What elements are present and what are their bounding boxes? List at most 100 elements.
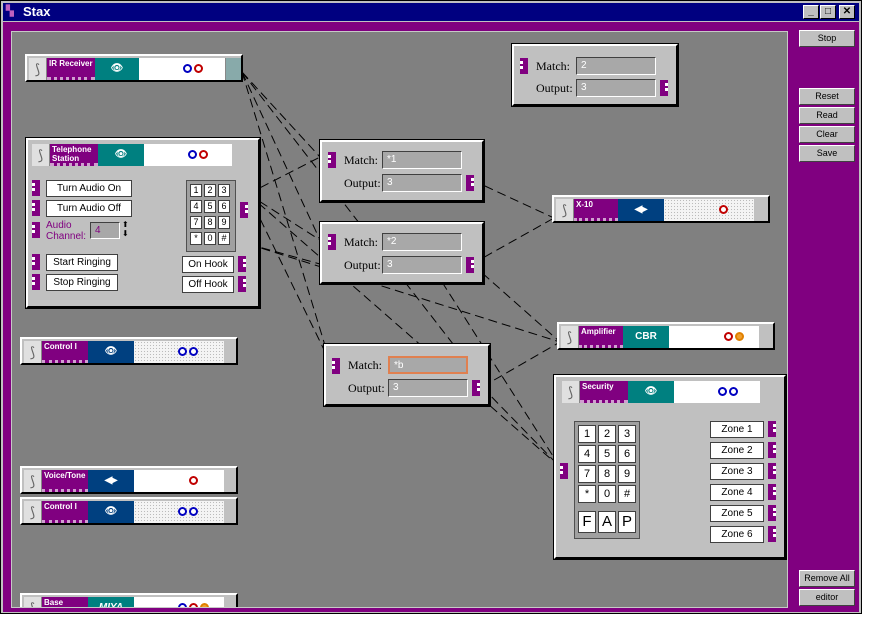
channel-spinner[interactable]: ⬆⬇ xyxy=(122,220,129,238)
amplifier-module[interactable]: ⟆ Amplifier CBR xyxy=(557,322,775,350)
keypad-key[interactable]: * xyxy=(578,485,596,503)
red-led-icon[interactable] xyxy=(189,476,198,485)
keypad-key[interactable]: 8 xyxy=(598,465,616,483)
blue-led-icon[interactable] xyxy=(718,387,727,396)
keypad-key[interactable]: 5 xyxy=(598,445,616,463)
keypad-key[interactable]: 7 xyxy=(190,216,202,229)
red-led-icon[interactable] xyxy=(724,332,733,341)
keypad-key[interactable]: 7 xyxy=(578,465,596,483)
grip-icon[interactable]: ⟆ xyxy=(24,597,42,607)
matcher-panel-top[interactable]: Match: 2 Output: 3 xyxy=(512,44,678,106)
blue-led-icon[interactable] xyxy=(189,507,198,516)
match-field[interactable]: *1 xyxy=(382,151,462,169)
audio-channel-field[interactable]: 4 xyxy=(90,222,120,239)
read-button[interactable]: Read xyxy=(799,107,855,124)
zone-1-button[interactable]: Zone 1 xyxy=(710,421,764,438)
input-port[interactable] xyxy=(32,180,40,196)
ambulance-key[interactable]: A xyxy=(598,511,616,533)
grip-icon[interactable]: ⟆ xyxy=(32,144,50,166)
close-button[interactable]: ✕ xyxy=(839,5,855,19)
keypad-key[interactable]: 2 xyxy=(598,425,616,443)
input-port[interactable] xyxy=(560,463,568,479)
editor-button[interactable]: editor xyxy=(799,589,855,606)
security-module[interactable]: ⟆ Security 👁 xyxy=(560,379,780,407)
grip-icon[interactable]: ⟆ xyxy=(24,501,42,523)
blue-led-icon[interactable] xyxy=(178,507,187,516)
keypad-output-port[interactable] xyxy=(240,202,248,218)
turn-audio-on-button[interactable]: Turn Audio On xyxy=(46,180,132,197)
match-field[interactable]: 2 xyxy=(576,57,656,75)
output-field[interactable]: 3 xyxy=(576,79,656,97)
base-module[interactable]: ⟆ Base Module MIYA xyxy=(20,593,238,607)
zone-5-button[interactable]: Zone 5 xyxy=(710,505,764,522)
zone-6-button[interactable]: Zone 6 xyxy=(710,526,764,543)
grip-icon[interactable]: ⟆ xyxy=(556,199,574,221)
keypad-key[interactable]: # xyxy=(218,232,230,245)
blue-led-icon[interactable] xyxy=(189,347,198,356)
stop-ringing-button[interactable]: Stop Ringing xyxy=(46,274,118,291)
voice-tone-module[interactable]: ⟆ Voice/Tone ◀▸ xyxy=(20,466,238,494)
keypad-key[interactable]: 4 xyxy=(190,200,202,213)
zone-3-button[interactable]: Zone 3 xyxy=(710,463,764,480)
orange-led-icon[interactable] xyxy=(200,603,209,607)
input-port[interactable] xyxy=(32,274,40,290)
keypad-key[interactable]: 3 xyxy=(218,184,230,197)
keypad-key[interactable]: 0 xyxy=(598,485,616,503)
keypad-key[interactable]: 1 xyxy=(578,425,596,443)
output-port[interactable] xyxy=(768,442,776,458)
output-port[interactable] xyxy=(768,526,776,542)
keypad-key[interactable]: * xyxy=(190,232,202,245)
zone-2-button[interactable]: Zone 2 xyxy=(710,442,764,459)
output-field[interactable]: 3 xyxy=(388,379,468,397)
turn-audio-off-button[interactable]: Turn Audio Off xyxy=(46,200,132,217)
save-button[interactable]: Save xyxy=(799,145,855,162)
fire-key[interactable]: F xyxy=(578,511,596,533)
control-module-2[interactable]: ⟆ Control I 👁 xyxy=(20,497,238,525)
matcher-panel-3[interactable]: Match: *b Output: 3 xyxy=(324,344,490,406)
red-led-icon[interactable] xyxy=(719,205,728,214)
keypad-key[interactable]: 9 xyxy=(218,216,230,229)
police-key[interactable]: P xyxy=(618,511,636,533)
input-port[interactable] xyxy=(32,254,40,270)
keypad-key[interactable]: 1 xyxy=(190,184,202,197)
red-led-icon[interactable] xyxy=(199,150,208,159)
output-port[interactable] xyxy=(768,484,776,500)
output-port[interactable] xyxy=(768,505,776,521)
input-port[interactable] xyxy=(32,222,40,238)
grip-icon[interactable]: ⟆ xyxy=(24,470,42,492)
keypad-key[interactable]: 2 xyxy=(204,184,216,197)
grip-icon[interactable]: ⟆ xyxy=(561,326,579,348)
reset-button[interactable]: Reset xyxy=(799,88,855,105)
input-port[interactable] xyxy=(32,200,40,216)
output-port[interactable] xyxy=(466,175,474,191)
telephone-station-panel[interactable]: ⟆ Telephone Station 👁 Turn Audio On Turn… xyxy=(26,138,260,308)
start-ringing-button[interactable]: Start Ringing xyxy=(46,254,118,271)
clear-button[interactable]: Clear xyxy=(799,126,855,143)
grip-icon[interactable]: ⟆ xyxy=(24,341,42,363)
ir-receiver-module[interactable]: ⟆ IR Receiver 👁 xyxy=(25,54,243,82)
patch-canvas[interactable]: ⟆ IR Receiver 👁 ⟆ Telephone Station 👁 xyxy=(11,31,788,608)
output-port[interactable] xyxy=(768,421,776,437)
blue-led-icon[interactable] xyxy=(178,347,187,356)
output-field[interactable]: 3 xyxy=(382,174,462,192)
grip-icon[interactable]: ⟆ xyxy=(562,381,580,403)
output-field[interactable]: 3 xyxy=(382,256,462,274)
keypad-key[interactable]: 9 xyxy=(618,465,636,483)
output-port[interactable] xyxy=(472,380,480,396)
x10-module[interactable]: ⟆ X-10 ◀▸ xyxy=(552,195,770,223)
input-port[interactable] xyxy=(328,152,336,168)
keypad-key[interactable]: # xyxy=(618,485,636,503)
title-bar[interactable]: ▚ Stax _ □ ✕ xyxy=(3,3,859,21)
keypad-key[interactable]: 0 xyxy=(204,232,216,245)
blue-led-icon[interactable] xyxy=(183,64,192,73)
off-hook-button[interactable]: Off Hook xyxy=(182,276,234,293)
keypad-key[interactable]: 4 xyxy=(578,445,596,463)
stop-button[interactable]: Stop xyxy=(799,30,855,47)
on-hook-button[interactable]: On Hook xyxy=(182,256,234,273)
output-port[interactable] xyxy=(768,463,776,479)
orange-led-icon[interactable] xyxy=(735,332,744,341)
input-port[interactable] xyxy=(332,358,340,374)
matcher-panel-1[interactable]: Match: *1 Output: 3 xyxy=(320,140,484,202)
blue-led-icon[interactable] xyxy=(188,150,197,159)
match-field[interactable]: *b xyxy=(388,356,468,374)
